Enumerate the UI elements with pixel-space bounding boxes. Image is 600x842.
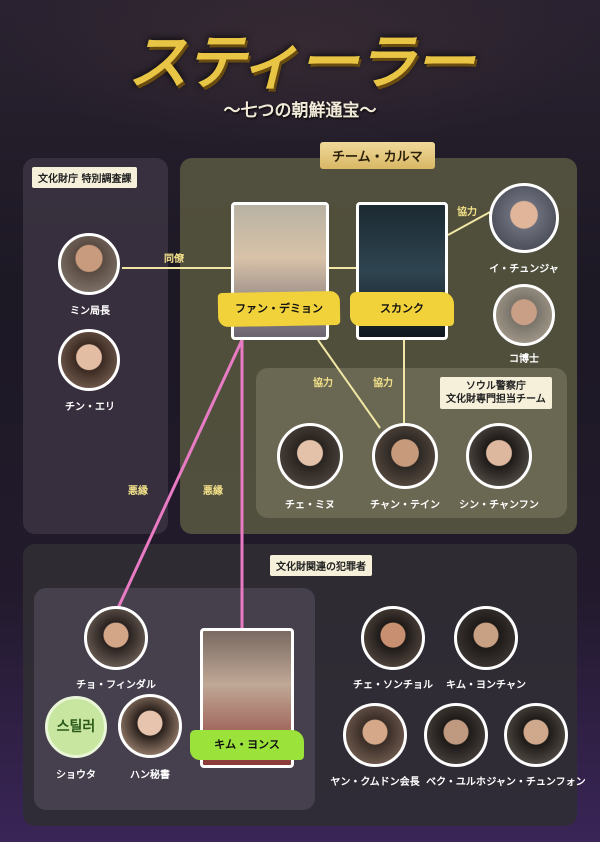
han-name: ハン秘書 <box>130 770 170 781</box>
shin-name: シン・チャンフン <box>459 500 539 511</box>
relation-kyouryoku-left: 協力 <box>313 378 333 389</box>
bunka-label: 文化財庁 特別調査課 <box>32 167 138 188</box>
relation-kyouryoku-right: 協力 <box>373 378 393 389</box>
relation-douryou: 同僚 <box>164 254 184 265</box>
min-avatar <box>58 233 120 295</box>
chin-name: チン・エリ <box>65 402 115 413</box>
criminals-label: 文化財関連の犯罪者 <box>270 555 372 576</box>
han-avatar <box>118 694 182 758</box>
lee-name: イ・チュンジャ <box>489 264 559 275</box>
relation-akuen-left: 悪縁 <box>128 486 148 497</box>
background-vignette <box>0 0 600 150</box>
chesong-avatar <box>361 606 425 670</box>
shouta-logo-text: 스틸러 <box>56 719 96 735</box>
line-hwan-chan <box>317 339 381 429</box>
relation-kyouryoku-lee: 協力 <box>457 207 477 218</box>
jang-avatar <box>504 703 568 767</box>
karma-label: チーム・カルマ <box>320 142 435 169</box>
che-avatar <box>277 423 343 489</box>
ko-avatar <box>493 284 555 346</box>
chan-avatar <box>372 423 438 489</box>
chan-name: チャン・テイン <box>370 500 440 511</box>
chin-avatar <box>58 329 120 391</box>
jang-name: ジャン・チュンフォン <box>486 777 586 788</box>
yang-avatar <box>343 703 407 767</box>
ko-name: コ博士 <box>509 354 539 365</box>
page-subtitle: 〜七つの朝鮮通宝〜 <box>223 101 377 121</box>
shouta-logo <box>45 696 107 758</box>
shouta-name: ショウタ <box>56 770 96 781</box>
shin-avatar <box>466 423 532 489</box>
kimyong-name: キム・ヨンチャン <box>446 680 526 691</box>
min-name: ミン局長 <box>70 306 110 317</box>
kim-brush <box>190 730 304 760</box>
skunk-brush <box>350 292 454 326</box>
lee-avatar <box>489 183 559 253</box>
baek-name: ベク・ユルホ <box>426 777 486 788</box>
che-name: チェ・ミヌ <box>285 500 335 511</box>
baek-avatar <box>424 703 488 767</box>
seoul-label: ソウル警察庁 文化財専門担当チーム <box>440 377 552 409</box>
page-title: スティーラー <box>127 28 474 98</box>
yang-name: ヤン・クムドン会長 <box>330 777 420 788</box>
cho-avatar <box>84 606 148 670</box>
line-skunk-lee <box>447 211 491 236</box>
relation-akuen-right: 悪縁 <box>203 486 223 497</box>
kim-name: キム・ヨンス <box>214 738 280 751</box>
line-hwan-cho <box>116 339 244 609</box>
cho-name: チョ・フィンダル <box>76 680 156 691</box>
chesong-name: チェ・ソンチョル <box>353 680 433 691</box>
hwan-name: ファン・デミョン <box>235 302 323 315</box>
kimyong-avatar <box>454 606 518 670</box>
skunk-name: スカンク <box>380 302 424 315</box>
